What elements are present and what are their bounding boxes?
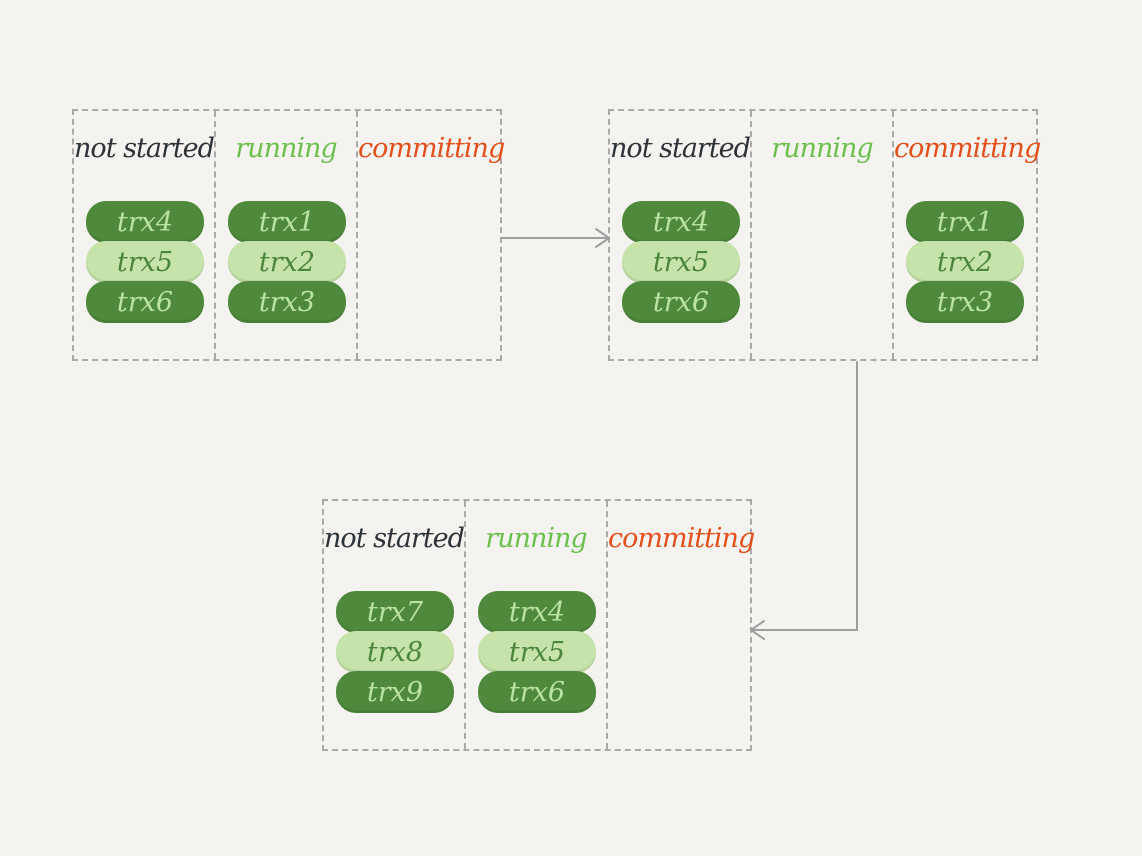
stage-3-running-column: running trx4 trx5 trx6	[466, 501, 608, 749]
stage-3-not-started-column: not started trx7 trx8 trx9	[324, 501, 466, 749]
stage-1-committing-column: committing	[358, 111, 505, 359]
stage-3-committing-column: committing	[608, 501, 755, 749]
stage-1-running-column: running trx1 trx2 trx3	[216, 111, 358, 359]
trx-block: trx5	[478, 631, 596, 673]
not-started-label: not started	[74, 133, 215, 164]
trx-stack: trx4 trx5 trx6	[478, 591, 596, 713]
stage-2: not started trx4 trx5 trx6 running commi…	[608, 109, 1041, 361]
trx-block: trx5	[86, 241, 204, 283]
trx-stack: trx1 trx2 trx3	[906, 201, 1024, 323]
trx-block: trx4	[622, 201, 740, 243]
trx-stack: trx4 trx5 trx6	[86, 201, 204, 323]
arrow-head-right	[595, 228, 610, 248]
trx-block: trx2	[906, 241, 1024, 283]
arrow-head-left	[750, 620, 765, 640]
trx-block: trx6	[622, 281, 740, 323]
committing-label: committing	[894, 133, 1041, 164]
trx-block: trx4	[86, 201, 204, 243]
trx-block: trx1	[906, 201, 1024, 243]
trx-block: trx1	[228, 201, 346, 243]
committing-label: committing	[608, 523, 755, 554]
trx-stack: trx1 trx2 trx3	[228, 201, 346, 323]
running-label: running	[485, 523, 587, 554]
trx-stack: trx4 trx5 trx6	[622, 201, 740, 323]
arrow-stage2-to-stage3	[751, 361, 858, 631]
trx-block: trx3	[906, 281, 1024, 323]
trx-block: trx3	[228, 281, 346, 323]
running-label: running	[235, 133, 337, 164]
trx-block: trx8	[336, 631, 454, 673]
trx-block: trx4	[478, 591, 596, 633]
running-label: running	[771, 133, 873, 164]
stage-2-committing-column: committing trx1 trx2 trx3	[894, 111, 1041, 359]
stage-3: not started trx7 trx8 trx9 running trx4 …	[322, 499, 755, 751]
trx-block: trx2	[228, 241, 346, 283]
committing-label: committing	[358, 133, 505, 164]
stage-2-not-started-column: not started trx4 trx5 trx6	[610, 111, 752, 359]
stage-2-running-column: running	[752, 111, 894, 359]
trx-block: trx7	[336, 591, 454, 633]
trx-block: trx9	[336, 671, 454, 713]
not-started-label: not started	[610, 133, 751, 164]
not-started-label: not started	[324, 523, 465, 554]
trx-block: trx5	[622, 241, 740, 283]
stage-1: not started trx4 trx5 trx6 running trx1 …	[72, 109, 505, 361]
trx-stack: trx7 trx8 trx9	[336, 591, 454, 713]
stage-1-not-started-column: not started trx4 trx5 trx6	[74, 111, 216, 359]
trx-block: trx6	[86, 281, 204, 323]
trx-block: trx6	[478, 671, 596, 713]
